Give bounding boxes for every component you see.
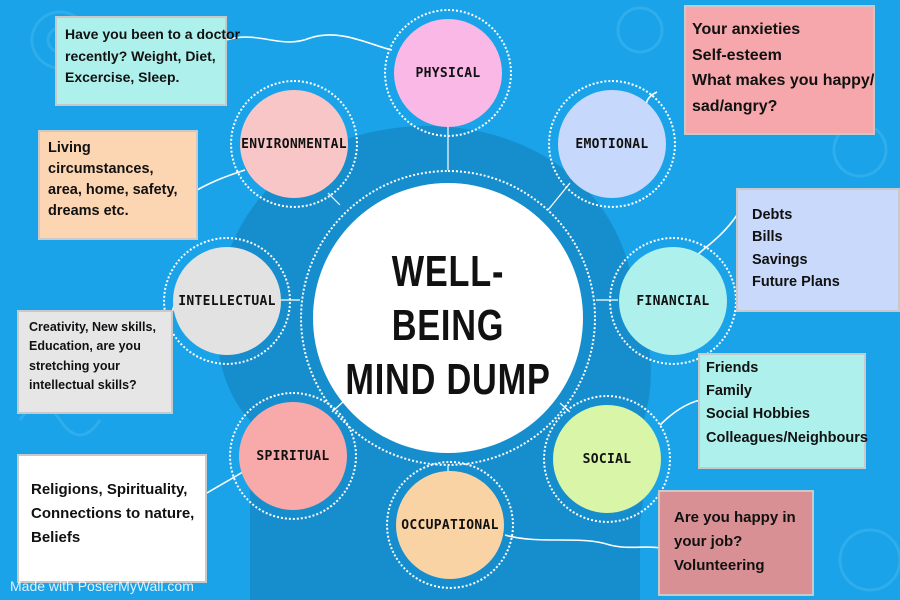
note-financial-line: Bills [752,229,783,246]
note-intellectual-line: stretching your [29,358,120,373]
note-physical-line: Have you been to a doctor [65,26,241,42]
note-emotional-line: Your anxieties [692,21,801,38]
note-financial-line: Future Plans [752,274,840,291]
note-environmental-line: circumstances, [48,161,154,178]
note-financial: Debts Bills Savings Future Plans [736,188,900,312]
node-financial-label: FINANCIAL [636,293,710,309]
node-spiritual: SPIRITUAL [239,402,347,510]
physical-ring [384,9,512,137]
occupational-ring [386,461,514,589]
note-social: Friends Family Social Hobbies Colleagues… [698,353,868,469]
node-social: SOCIAL [553,405,661,513]
note-social-line: Colleagues/Neighbours [706,429,868,446]
note-physical-line: recently? Weight, Diet, [65,47,216,64]
center-title: WELL-BEING MIND DUMP [343,245,554,407]
node-intellectual-label: INTELLECTUAL [178,293,276,309]
note-environmental-line: dreams etc. [48,203,129,220]
note-social-line: Social Hobbies [706,406,810,423]
node-emotional: EMOTIONAL [558,90,666,198]
watermark: Made with PosterMyWall.com [10,578,194,594]
note-occupational-line: Volunteering [674,557,765,574]
decor-sun-icon [616,6,664,54]
emotional-ring [548,80,676,208]
node-physical-label: PHYSICAL [415,65,481,81]
note-emotional-line: sad/angry? [692,97,778,115]
spiritual-ring [229,392,357,520]
node-physical: PHYSICAL [394,19,502,127]
note-emotional-line: Self-esteem [692,46,782,64]
note-physical-line: Excercise, Sleep. [65,69,180,86]
note-intellectual-line: intellectual skills? [29,378,137,393]
note-emotional: Your anxieties Self-esteem What makes yo… [684,5,875,135]
node-occupational: OCCUPATIONAL [396,471,504,579]
decor-circle-icon [838,528,900,592]
node-spiritual-label: SPIRITUAL [256,448,330,464]
center-circle [313,183,583,453]
note-occupational-line: Are you happy in [674,509,796,526]
leader-physical [225,34,393,51]
note-environmental-line: area, home, safety, [48,182,178,199]
intellectual-ring [163,237,291,365]
center-title-line-2: MIND DUMP [345,355,551,404]
note-social-line: Family [706,383,752,400]
note-spiritual-line: Beliefs [31,529,81,546]
environmental-ring [230,80,358,208]
leader-occupational [504,534,661,549]
note-financial-line: Debts [752,207,793,223]
social-ring [543,395,671,523]
note-occupational-line: your job? [674,533,743,550]
note-physical: Have you been to a doctor recently? Weig… [55,16,241,106]
node-emotional-label: EMOTIONAL [575,136,649,152]
note-environmental-line: Living [48,140,91,156]
node-environmental-label: ENVIRONMENTAL [241,136,347,152]
node-financial: FINANCIAL [619,247,727,355]
note-occupational: Are you happy in your job? Volunteering [658,490,814,596]
leader-social [659,399,701,426]
center-title-line-1: WELL-BEING [391,247,505,350]
note-spiritual: Religions, Spirituality, Connections to … [17,454,207,583]
note-intellectual-line: Creativity, New skills, [29,320,156,334]
node-intellectual: INTELLECTUAL [173,247,281,355]
node-environmental: ENVIRONMENTAL [240,90,348,198]
note-spiritual-line: Religions, Spirituality, [31,481,188,498]
note-intellectual-line: Education, are you [29,339,141,354]
note-environmental: Living circumstances, area, home, safety… [38,130,198,240]
note-financial-line: Savings [752,251,808,268]
note-social-line: Friends [706,360,759,376]
note-intellectual: Creativity, New skills, Education, are y… [17,310,173,414]
node-social-label: SOCIAL [582,451,632,467]
note-emotional-line: What makes you happy/ [692,72,875,90]
note-spiritual-line: Connections to nature, [31,505,195,522]
node-occupational-label: OCCUPATIONAL [401,517,499,533]
